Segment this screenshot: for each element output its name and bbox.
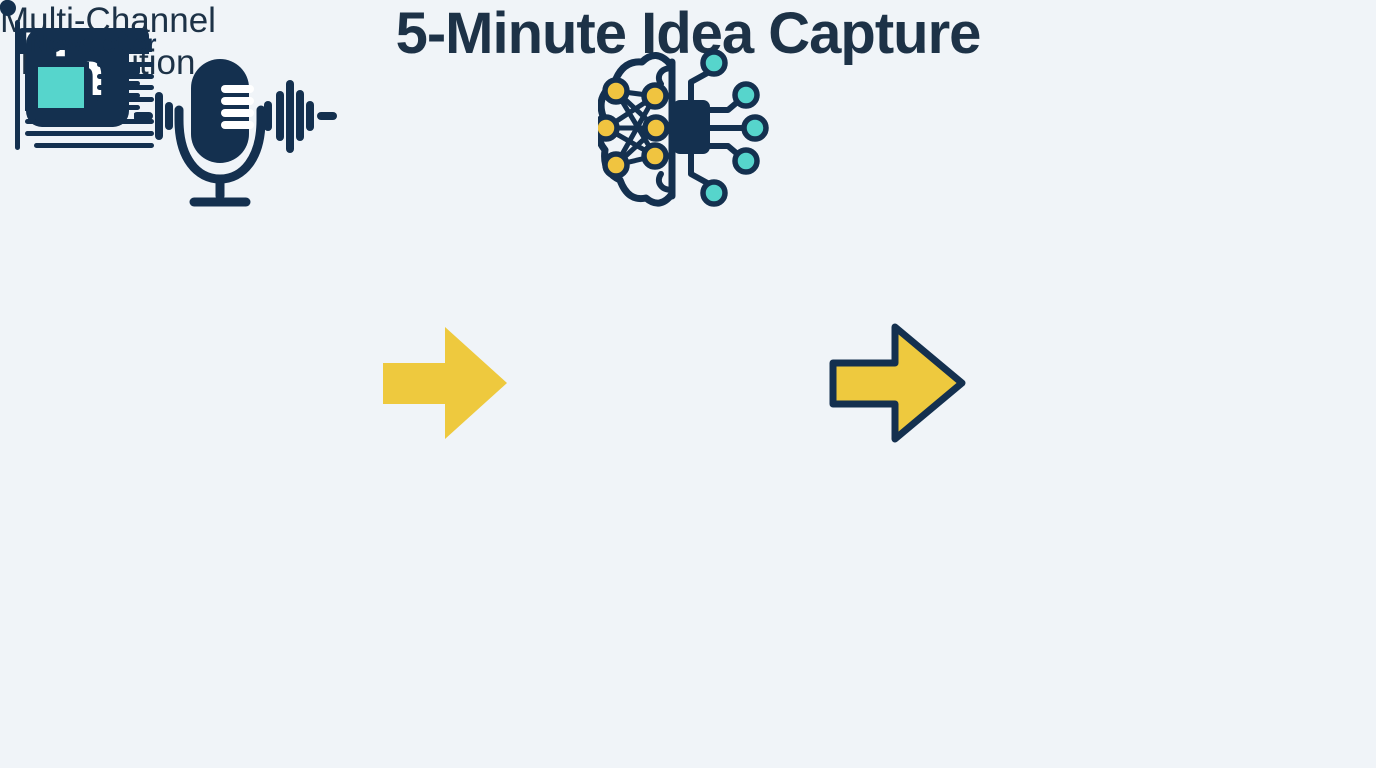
newsletter-text-line	[97, 85, 154, 90]
newsletter-fold-line	[15, 20, 20, 150]
microphone-icon	[134, 59, 337, 207]
newsletter-channel-card: Newsletter	[0, 0, 156, 150]
newsletter-label: Newsletter	[30, 30, 157, 58]
newsletter-text-line	[97, 97, 154, 102]
newsletter-text-line	[97, 74, 154, 79]
newsletter-image-placeholder	[33, 62, 89, 113]
newsletter-text-line	[34, 131, 154, 136]
newsletter-text-line	[97, 62, 154, 67]
flow-arrow-1-icon	[383, 327, 507, 439]
newsletter-text-line	[34, 119, 154, 124]
flow-arrow-2-icon	[829, 323, 966, 443]
newsletter-text-line	[34, 143, 154, 148]
page-title: 5-Minute Idea Capture	[395, 1, 982, 66]
ai-brain-circuit-icon	[598, 49, 769, 207]
